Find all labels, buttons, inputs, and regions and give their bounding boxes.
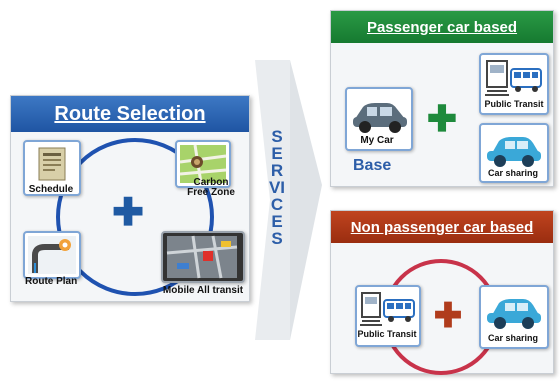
non-passenger-title: Non passenger car based: [331, 211, 553, 243]
base-label: Base: [353, 157, 392, 174]
my-car-label: My Car: [360, 135, 394, 146]
map-icon: [179, 144, 227, 184]
plus-icon: ✚: [112, 192, 144, 234]
car-icon: [353, 103, 407, 133]
passenger-panel: Passenger car based My Car Base ✚ Public…: [330, 10, 554, 187]
mobile-all-transit-tile: [161, 231, 245, 283]
public-transit-label: Public Transit: [357, 329, 417, 339]
car-sharing-tile: [479, 285, 549, 349]
passenger-title: Passenger car based: [331, 11, 553, 43]
route-plan-tile: [23, 231, 81, 279]
bus-train-icon: [485, 60, 542, 96]
car-sharing-label: Car sharing: [487, 333, 538, 343]
non-passenger-panel: Non passenger car based ✚ Public Transit…: [330, 210, 554, 375]
car-sharing-label: Car sharing: [487, 168, 538, 178]
public-transit-tile: [479, 53, 549, 115]
services-label: SERVICES: [268, 127, 286, 248]
route-plan-icon: [28, 236, 76, 274]
plus-icon: ✚: [433, 297, 463, 335]
public-transit-tile: [355, 285, 421, 347]
schedule-icon: [38, 147, 66, 181]
mobile-all-transit-label: Mobile All transit: [162, 285, 244, 296]
my-car-tile: [345, 87, 413, 151]
route-plan-label: Route Plan: [25, 276, 78, 287]
schedule-tile: [23, 140, 81, 196]
car-sharing-icon: [487, 299, 541, 329]
plus-icon: ✚: [426, 98, 458, 139]
carbon-free-zone-label: Carbon Free Zone: [187, 177, 235, 198]
car-sharing-icon: [487, 137, 541, 167]
route-selection-panel: Route Selection ✚ Schedule Carbon Free Z…: [10, 95, 250, 302]
public-transit-label: Public Transit: [484, 99, 544, 109]
mobile-transit-icon: [166, 235, 238, 279]
carbon-free-zone-tile: [175, 140, 231, 188]
route-selection-title: Route Selection: [11, 96, 249, 132]
schedule-label: Schedule: [28, 184, 74, 195]
route-circle: [56, 138, 214, 296]
car-sharing-tile: [479, 123, 549, 183]
bus-train-icon: [360, 292, 415, 326]
